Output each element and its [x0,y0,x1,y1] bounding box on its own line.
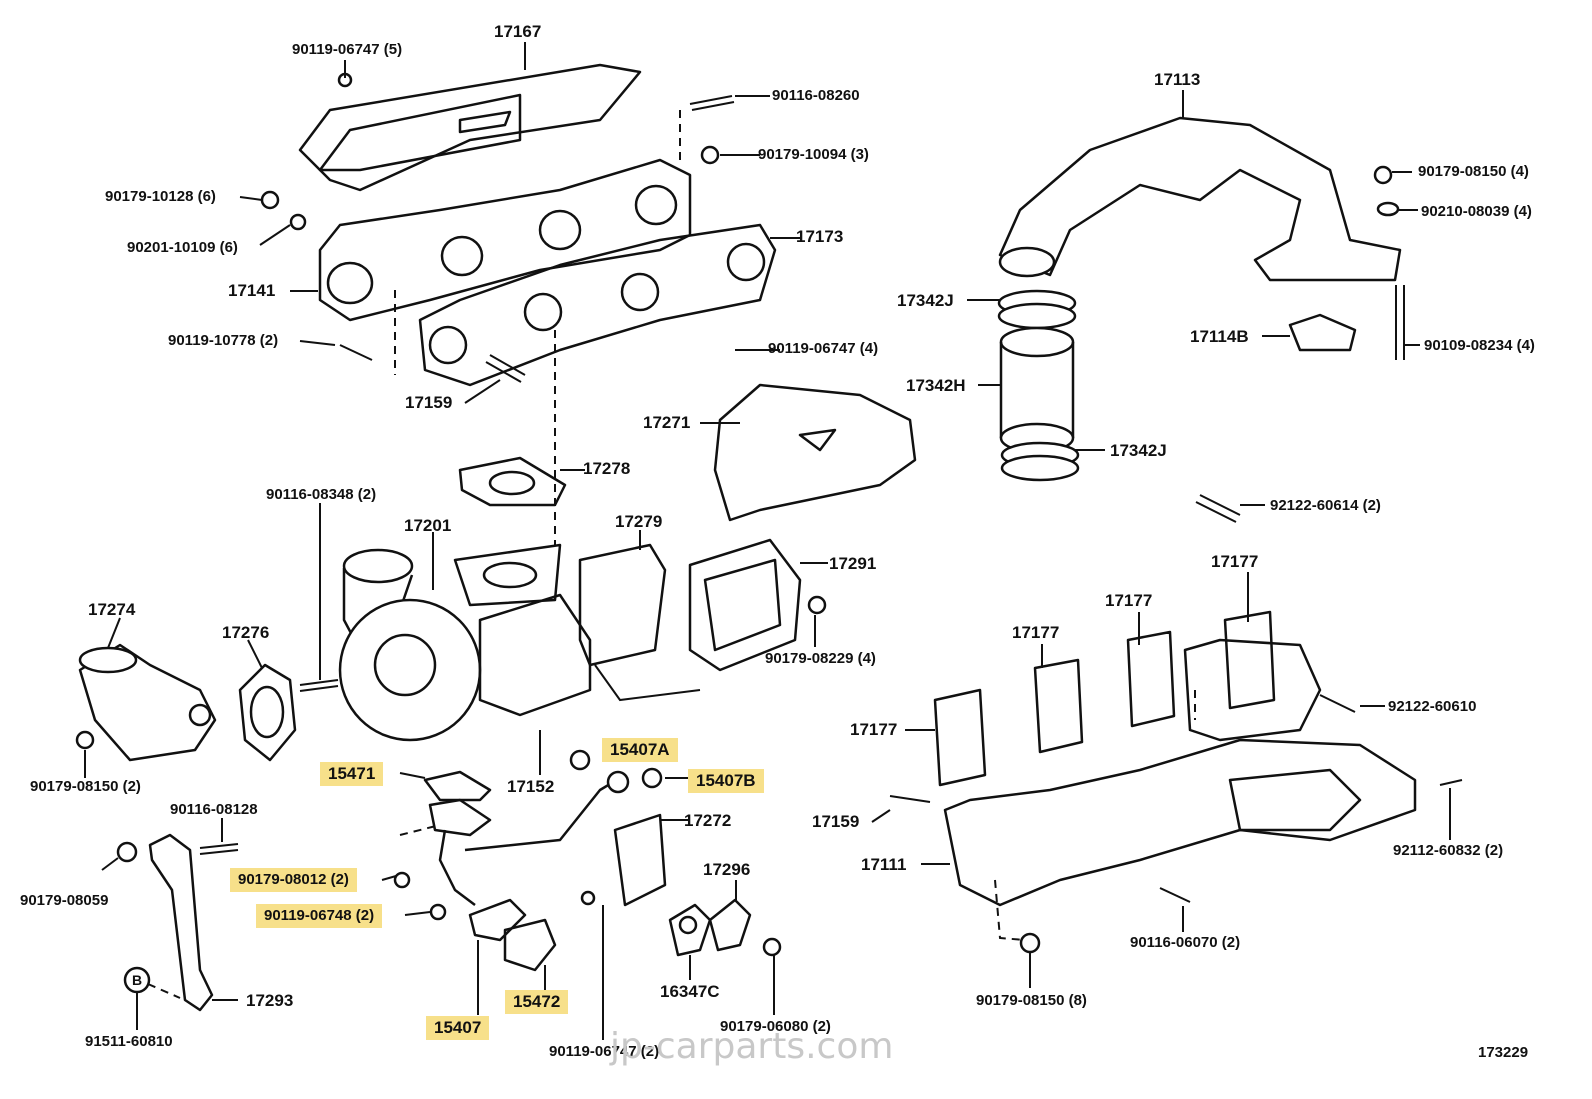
label-92122-60610: 92122-60610 [1388,698,1477,715]
label-90179-08012-2: 90179-08012 (2) [230,868,357,892]
label-90109-08234-4: 90109-08234 (4) [1424,337,1535,354]
label-90179-08229-4: 90179-08229 (4) [765,650,876,667]
label-90119-06748-2: 90119-06748 (2) [256,904,383,928]
intake-pipe-17113-shape [998,116,1402,282]
label-17167: 17167 [494,22,542,41]
label-15471: 15471 [320,762,384,786]
label-17111: 17111 [861,855,907,874]
stay-17293-shape [148,833,214,1012]
label-15472: 15472 [505,990,569,1014]
label-90179-08150-4: 90179-08150 (4) [1418,163,1529,180]
gasket-17276-shape [238,663,297,762]
label-17177-d: 17177 [850,720,898,739]
label-92122-60614-2: 92122-60614 (2) [1270,497,1381,514]
label-90119-06747-5: 90119-06747 (5) [292,41,403,58]
label-17152: 17152 [507,777,555,796]
label-90116-08348-2: 90116-08348 (2) [266,486,377,503]
gasket-16347C-shape [668,903,712,957]
label-15407B: 15407B [688,769,764,793]
diagram-code: 173229 [1478,1044,1529,1061]
label-17173: 17173 [796,227,844,246]
gasket-17279-shape [578,543,667,667]
gasket-17114B-shape [1288,313,1357,352]
elbow-17291-shape [688,538,802,672]
label-90119-10778-2: 90119-10778 (2) [168,332,279,349]
label-90119-06747-4: 90119-06747 (4) [768,340,879,357]
label-17271: 17271 [643,413,691,432]
label-90179-06080-2: 90179-06080 (2) [720,1018,831,1035]
label-15407: 15407 [426,1016,490,1040]
label-17296: 17296 [703,860,751,879]
label-17276: 17276 [222,623,270,642]
label-17159-top: 17159 [405,393,453,412]
label-17177-c: 17177 [1012,623,1060,642]
label-90179-08150-2: 90179-08150 (2) [30,778,141,795]
label-90210-08039-4: 90210-08039 (4) [1421,203,1532,220]
label-91511-60810: 91511-60810 [85,1033,173,1050]
label-90116-06070-2: 90116-06070 (2) [1130,934,1241,951]
exhaust-manifold-17111-shape [943,638,1417,907]
hose-clamps-17342-shape [997,289,1080,482]
label-90201-10109-6: 90201-10109 (6) [127,239,238,256]
label-92112-60832-2: 92112-60832 (2) [1393,842,1504,859]
label-90179-10094-3: 90179-10094 (3) [758,146,869,163]
label-17141: 17141 [228,281,276,300]
label-17342J-top: 17342J [897,291,954,310]
label-16347C: 16347C [660,982,720,1001]
label-90179-10128-6: 90179-10128 (6) [105,188,216,205]
label-17278: 17278 [583,459,631,478]
exhaust-manifold-17141-shape [318,158,692,322]
label-15407A: 15407A [602,738,678,762]
heat-insulator-17167-shape [298,63,642,192]
watermark: jp-carparts.com [610,1026,894,1067]
label-17342J-bottom: 17342J [1110,441,1167,460]
gasket-17173-shape [418,223,777,387]
bracket-17272-shape [613,813,667,907]
gaskets-17177-shape [933,610,1276,787]
turbocharger-17201-shape [338,543,592,742]
oil-pipe-15407-shape [393,749,663,972]
label-17291: 17291 [829,554,877,573]
label-17274: 17274 [88,600,136,619]
label-90116-08260: 90116-08260 [772,87,860,104]
label-17177-b: 17177 [1105,591,1153,610]
manifold-fasteners-shape [260,72,735,545]
label-17279: 17279 [615,512,663,531]
label-17293: 17293 [246,991,294,1010]
label-17113: 17113 [1154,70,1201,89]
label-17177-a: 17177 [1211,552,1259,571]
label-17272: 17272 [684,811,732,830]
gasket-17278-shape [458,456,567,507]
circle-marker-b: B [131,972,143,988]
label-17159-bottom: 17159 [812,812,860,831]
leader-lines [84,42,1451,1040]
label-90179-08150-8: 90179-08150 (8) [976,992,1087,1009]
label-17342H: 17342H [906,376,966,395]
label-90116-08128: 90116-08128 [170,801,258,818]
gasket-17296-shape [708,898,752,952]
heat-insulator-17271-shape [713,383,917,522]
label-17114B: 17114B [1190,327,1249,346]
label-17201: 17201 [404,516,452,535]
label-90179-08059: 90179-08059 [20,892,109,909]
label-90119-06747-2: 90119-06747 (2) [549,1043,660,1060]
